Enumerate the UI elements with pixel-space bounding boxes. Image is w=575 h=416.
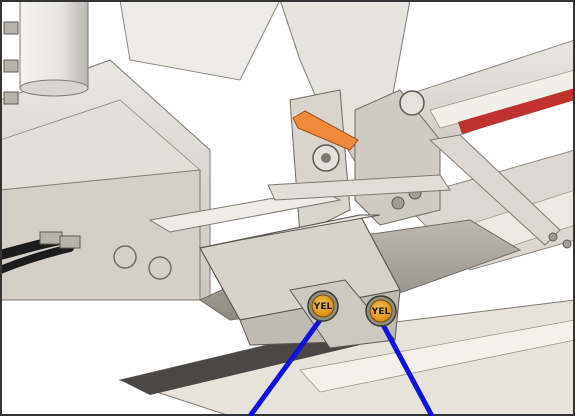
bolt [391,196,405,210]
reflective-tape [458,88,575,134]
cap-label: YEL [371,307,391,317]
hose-fitting [59,235,81,249]
cross-bar [148,189,342,233]
left-frame-side [0,169,201,301]
hydraulic-hose [0,244,74,274]
deflector-ridge [299,319,575,393]
hopper-plate [119,0,281,81]
mount-plate [267,174,451,201]
hose-fitting [3,91,19,105]
yellow-cap [311,294,335,318]
hose-fitting [39,231,63,245]
tank-base [19,79,89,97]
leader-line [247,314,326,416]
frame-hole [113,245,137,269]
cap-label: YEL [313,302,333,312]
upper-bushing [399,90,425,116]
callout-layer: YEL YEL [247,290,435,416]
upper-rail-face [429,69,575,129]
pivot-pin [321,153,331,163]
hose-fitting [3,21,19,35]
bolt [548,232,558,242]
diagonal-brace [428,134,561,246]
hose-fitting [3,59,19,73]
beam-top [199,214,381,249]
bolt [562,239,572,249]
leader-line [378,319,435,416]
yellow-cap [369,299,393,323]
hydraulic-tank [19,0,89,89]
orange-lever [292,110,359,151]
frame-hole [148,256,172,280]
